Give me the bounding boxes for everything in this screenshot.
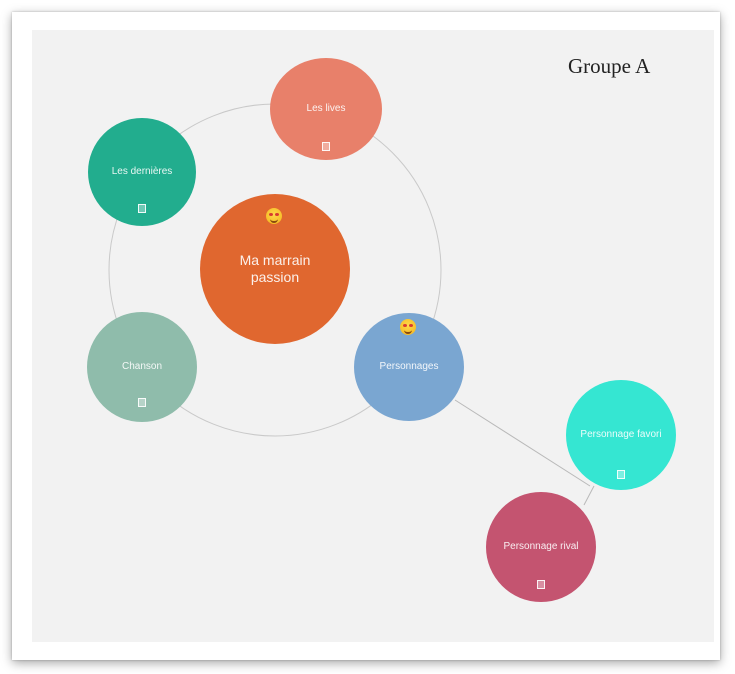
document-icon bbox=[617, 470, 625, 479]
node-central-topic[interactable]: Ma marrain passion bbox=[200, 194, 350, 344]
node-label: Personnage rival bbox=[503, 541, 579, 552]
node-personnage-rival[interactable]: Personnage rival bbox=[486, 492, 596, 602]
node-label: Personnage favori bbox=[580, 429, 662, 440]
node-label: Personnages bbox=[379, 361, 439, 372]
node-les-dernieres[interactable]: Les dernières bbox=[88, 118, 196, 226]
document-icon bbox=[138, 398, 146, 407]
link-favori-rival bbox=[583, 485, 595, 506]
document-icon bbox=[138, 204, 146, 213]
node-label: Les dernières bbox=[111, 166, 173, 177]
node-personnages[interactable]: Personnages bbox=[354, 313, 464, 421]
node-les-lives[interactable]: Les lives bbox=[270, 58, 382, 160]
node-label: Chanson bbox=[121, 361, 163, 372]
link-personnages-favori bbox=[454, 399, 591, 487]
star-struck-emoji-icon bbox=[266, 208, 282, 224]
grinning-emoji-icon bbox=[400, 319, 416, 335]
document-icon bbox=[322, 142, 330, 151]
group-title: Groupe A bbox=[568, 54, 651, 78]
node-label: Ma marrain passion bbox=[239, 252, 311, 285]
node-label: Les lives bbox=[306, 103, 346, 114]
node-personnage-favori[interactable]: Personnage favori bbox=[566, 380, 676, 490]
node-chanson[interactable]: Chanson bbox=[87, 312, 197, 422]
document-icon bbox=[537, 580, 545, 589]
